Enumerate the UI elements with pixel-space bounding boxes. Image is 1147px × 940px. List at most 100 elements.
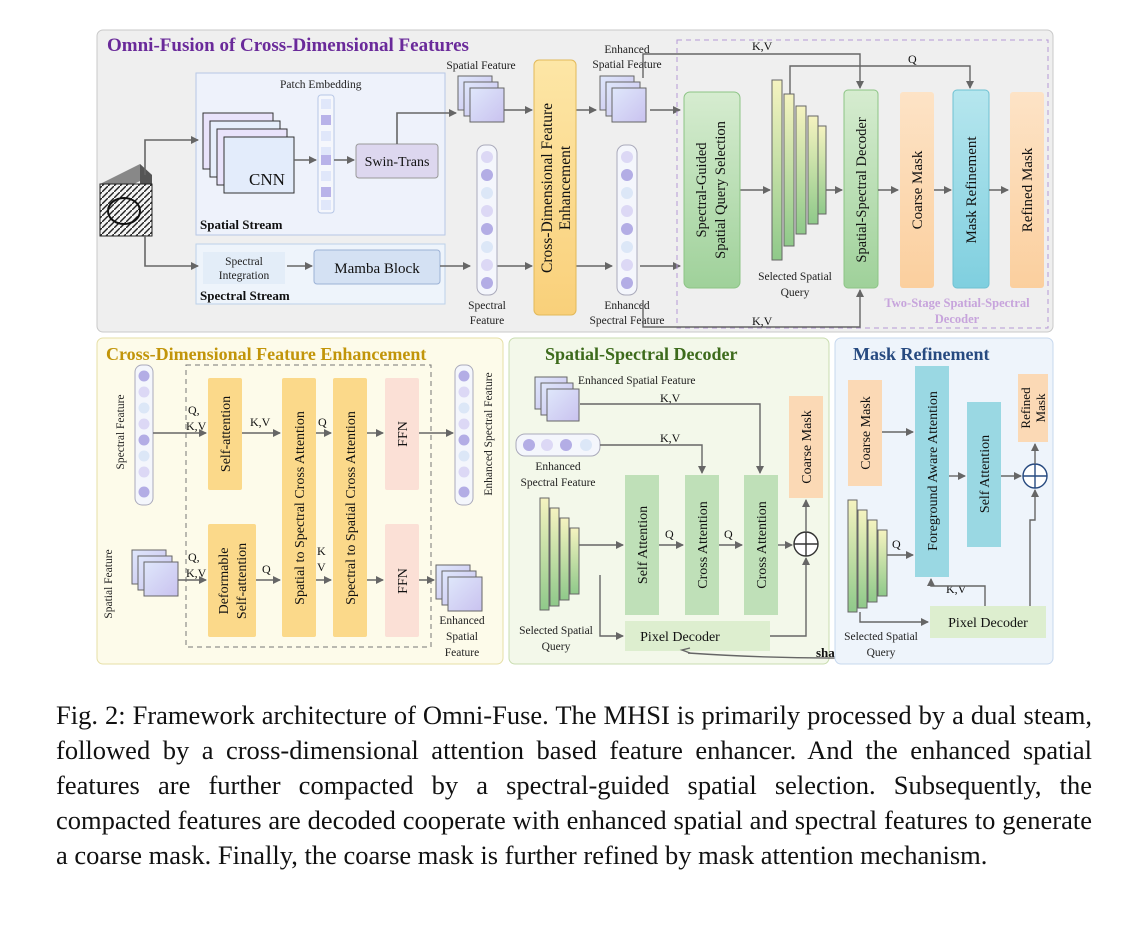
two-stage-label-2: Decoder <box>935 312 980 326</box>
mamba-block <box>313 249 441 285</box>
decoder-enh-spatial-label: Enhanced Spatial Feature <box>578 375 696 387</box>
spectral-guided-query-selection-block <box>683 91 741 289</box>
decoder-enh-spectral-2: Spectral Feature <box>520 477 595 489</box>
refine-coarse-mask-label: Coarse Mask <box>859 396 874 470</box>
patch-tokens <box>317 94 335 214</box>
cnn-stack <box>202 112 295 194</box>
decoder-cross-attention-1-label: Cross Attention <box>696 501 711 589</box>
decoder-enh-spectral-1: Enhanced <box>535 461 581 473</box>
spectral-feature-label-1: Spectral <box>468 300 506 312</box>
refine-self-attention-label: Self Attention <box>978 435 993 513</box>
cdfe-k-2: K <box>317 544 326 558</box>
cdfe-qkv-2b: K,V <box>186 566 207 580</box>
cdfe-dashed-box <box>185 364 432 648</box>
spectral-integration-label-1: Spectral <box>225 256 263 268</box>
cdfe-block <box>533 59 577 316</box>
ffn-block-2 <box>385 524 419 637</box>
decoder-cross-attention-2-label: Cross Attention <box>755 501 770 589</box>
patch-embedding-label: Patch Embedding <box>280 79 362 91</box>
spectral-integration-block <box>203 252 285 284</box>
spatial-feature-label: Spatial Feature <box>446 60 515 72</box>
enhanced-spectral-label-1: Enhanced <box>604 300 650 312</box>
kv-top-label: K,V <box>752 39 773 53</box>
enhanced-spatial-label-1: Enhanced <box>604 44 650 56</box>
refine-pixel-decoder-label: Pixel Decoder <box>948 616 1028 631</box>
cdfe-kv-1: K,V <box>250 415 271 429</box>
two-stage-decoder-box <box>676 39 1049 329</box>
decoder-cross-attention-1-block <box>685 475 719 615</box>
cdfe-qkv-1a: Q, <box>188 403 200 417</box>
cdfe-enh-spatial-1: Enhanced <box>439 615 485 627</box>
decoder-selected-query-2: Query <box>542 641 571 653</box>
spatial-to-spectral-cross-attention-block <box>282 378 316 637</box>
deformable-self-attention-block <box>208 524 256 637</box>
hsi-input-cube <box>99 164 153 237</box>
decoder-coarse-mask-block <box>789 396 823 498</box>
refine-panel-title: Mask Refinement <box>853 344 989 364</box>
enhanced-spatial-feature-cube <box>599 75 647 123</box>
refined-mask-label: Refined Mask <box>1020 147 1036 232</box>
coarse-mask-block <box>900 92 934 288</box>
decoder-selected-query-1: Selected Spatial <box>519 625 593 637</box>
cdfe-q-1: Q <box>318 415 327 429</box>
ffn-label-2: FFN <box>396 568 411 594</box>
spatial-feature-cube <box>457 75 505 123</box>
cdfe-block-label-1: Cross-Dimensional Feature <box>539 103 556 273</box>
spatial-stream-label: Spatial Stream <box>200 217 283 232</box>
decoder-selected-query-stack <box>539 497 580 611</box>
foreground-aware-attention-block <box>915 366 949 577</box>
cnn-label: CNN <box>249 170 285 189</box>
enhanced-spectral-tokens <box>616 144 638 296</box>
refine-panel: Mask Refinement Coarse Mask Foreground A… <box>834 337 1054 665</box>
q-top-label: Q <box>908 52 917 66</box>
cdfe-panel-title: Cross-Dimensional Feature Enhancement <box>106 344 426 364</box>
foreground-attention-label: Foreground Aware Attention <box>926 391 941 551</box>
cdfe-panel: Cross-Dimensional Feature Enhancement Sp… <box>96 337 504 665</box>
figure-caption: Fig. 2: Framework architecture of Omni-F… <box>56 700 1092 870</box>
cdfe-v-2: V <box>317 560 326 574</box>
decoder-kv-2: K,V <box>660 431 681 445</box>
cdfe-spectral-feature-label: Spectral Feature <box>115 394 127 469</box>
cdfe-enhanced-spectral-tokens <box>454 364 474 506</box>
ffn-block-1 <box>385 378 419 490</box>
decoder-enh-spectral-tokens <box>515 433 601 457</box>
spectral-feature-tokens <box>476 144 498 296</box>
cdfe-enh-spatial-3: Feature <box>445 647 479 659</box>
selected-spatial-query-stack <box>771 79 827 261</box>
refine-selected-query-stack <box>847 499 888 613</box>
refine-selected-query-2: Query <box>867 647 896 659</box>
refine-q-label: Q <box>892 537 901 551</box>
two-stage-label-1: Two-Stage Spatial-Spectral <box>884 296 1030 310</box>
sgsqs-label-1: Spectral-Guided <box>694 142 710 238</box>
decoder-panel-title: Spatial-Spectral Decoder <box>545 344 737 364</box>
cdfe-spatial-feature-label: Spatial Feature <box>103 549 115 618</box>
cdfe-spatial-feature-cube <box>131 549 179 597</box>
decoder-q-1: Q <box>665 527 674 541</box>
mamba-block-label: Mamba Block <box>334 261 420 277</box>
refine-self-attention-block <box>967 402 1001 547</box>
spectral-stream-label: Spectral Stream <box>200 288 290 303</box>
decoder-kv-1: K,V <box>660 391 681 405</box>
deformable-label-1: Deformable <box>217 548 232 615</box>
cdfe-qkv-1b: K,V <box>186 419 207 433</box>
cdfe-q-2: Q <box>262 562 271 576</box>
refine-coarse-mask-block <box>848 380 882 486</box>
spatial-spectral-decoder-block <box>843 89 879 289</box>
mask-refinement-block <box>952 89 990 289</box>
sgsqs-label-2: Spatial Query Selection <box>713 120 729 258</box>
cdfe-self-attention-label: Self-attention <box>219 396 234 472</box>
refine-refined-mask-1: Refined <box>1018 387 1033 429</box>
decoder-pixel-decoder-label: Pixel Decoder <box>640 630 720 645</box>
ssd-label: Spatial-Spectral Decoder <box>854 117 870 263</box>
refine-refined-mask-block <box>1018 374 1048 442</box>
refined-mask-block <box>1010 92 1044 288</box>
framework-diagram: Omni-Fusion of Cross-Dimensional Feature… <box>96 29 1054 665</box>
decoder-add-circle <box>793 531 819 557</box>
decoder-cross-attention-2-block <box>744 475 778 615</box>
refine-pixel-decoder-block <box>930 606 1046 638</box>
cdfe-enh-spatial-2: Spatial <box>446 631 478 643</box>
enhanced-spectral-label-2: Spectral Feature <box>589 315 664 327</box>
decoder-q-2: Q <box>724 527 733 541</box>
top-panel-title: Omni-Fusion of Cross-Dimensional Feature… <box>107 35 469 56</box>
swin-trans-label: Swin-Trans <box>365 155 430 170</box>
